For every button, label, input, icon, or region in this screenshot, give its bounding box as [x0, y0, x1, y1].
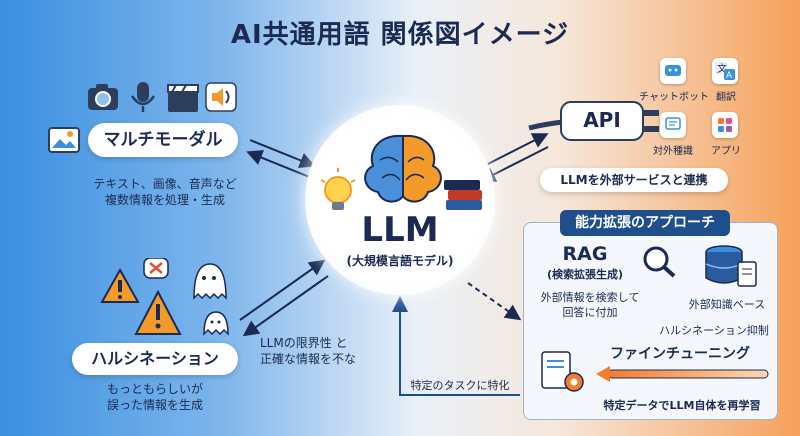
finetune-label: ファインチューニング [610, 346, 750, 362]
api-label: API [583, 108, 621, 132]
lightbulb-icon [320, 168, 356, 210]
svg-text:文: 文 [717, 62, 727, 75]
hallucination-label: ハルシネーション [72, 343, 238, 375]
error-bubble-icon [143, 258, 169, 279]
books-icon [444, 180, 482, 210]
media-icons [88, 82, 237, 112]
multimodal-desc-line1: テキスト、画像、音声など [93, 177, 237, 191]
task-specialization-note: 特定のタスクに特化 [410, 379, 510, 392]
llm-subtitle: (大規模言語モデル) [346, 254, 454, 268]
api-arrows [479, 133, 549, 182]
speaker-icon [205, 82, 237, 112]
rag-label: RAG [562, 243, 608, 265]
hallucination-desc-line2: 誤った情報を生成 [106, 398, 203, 412]
app-apps-label: アプリ [711, 146, 741, 157]
clapperboard-icon [167, 84, 199, 112]
rag-sublabel: (検索拡張生成) [546, 268, 624, 281]
chatbot-icon [660, 58, 686, 84]
multimodal-desc-line2: 複数情報を処理・生成 [104, 193, 225, 207]
llm-title: LLM [361, 210, 439, 250]
knowledge-base-label: 外部知識ベース [688, 298, 766, 311]
limitation-note-line2: 正確な情報を不な [260, 352, 357, 366]
multimodal-desc: テキスト、画像、音声など 複数情報を処理・生成 [80, 176, 250, 208]
limitation-note-line1: LLMの限界性 と [260, 336, 348, 350]
llm-illustration [320, 134, 482, 210]
rag-dashed-arrow [467, 282, 522, 321]
warning-icon-large [134, 289, 182, 335]
rag-desc-line2: 回答に付加 [562, 306, 618, 319]
image-icon [48, 127, 80, 153]
extension-header: 能力拡張のアプローチ [560, 210, 730, 236]
document-gear-icon [541, 351, 584, 392]
api-desc: LLMを外部サービスと連携 [540, 168, 728, 192]
app-external-label: 対外種識 [653, 146, 693, 157]
brain-icon [364, 134, 442, 203]
finetune-arrow [596, 366, 769, 382]
rag-desc-line1: 外部情報を検索して [540, 291, 640, 304]
plug-body [560, 101, 644, 141]
api-plug [528, 101, 659, 141]
database-icon [705, 245, 757, 287]
warning-icon-small [100, 267, 140, 303]
hallucination-suppress-label: ハルシネーション抑制 [659, 324, 769, 337]
rag-desc: 外部情報を検索して 回答に付加 [530, 290, 650, 320]
message-icon [660, 112, 686, 138]
hallucination-illustration [100, 258, 229, 336]
ghost-icon [193, 263, 227, 300]
hallucination-desc: もっともらしいが 誤った情報を生成 [80, 381, 230, 413]
finetune-desc: 特定データでLLM自体を再学習 [603, 399, 761, 412]
microphone-icon [130, 82, 156, 112]
page-title: AI共通用語 関係図イメージ [230, 20, 570, 50]
ghost-icon-small [203, 311, 229, 336]
camera-icon [88, 84, 118, 110]
plug-pin-bottom [643, 126, 659, 132]
plug-cable [528, 119, 564, 131]
multimodal-label: マルチモーダル [88, 123, 238, 157]
finetune-return-arrow [392, 296, 520, 396]
svg-text:A: A [726, 71, 733, 81]
app-chatbot-label: チャットボット [639, 92, 709, 103]
plug-pin-top [643, 110, 659, 116]
hallucination-desc-line1: もっともらしいが [106, 382, 203, 396]
search-icon [643, 246, 676, 278]
apps-icon [712, 112, 738, 138]
limitation-note: LLMの限界性 と 正確な情報を不な [260, 335, 390, 367]
multimodal-arrows [246, 139, 316, 179]
hallucination-arrows [239, 259, 329, 337]
app-translate-label: 翻訳 [716, 92, 736, 103]
